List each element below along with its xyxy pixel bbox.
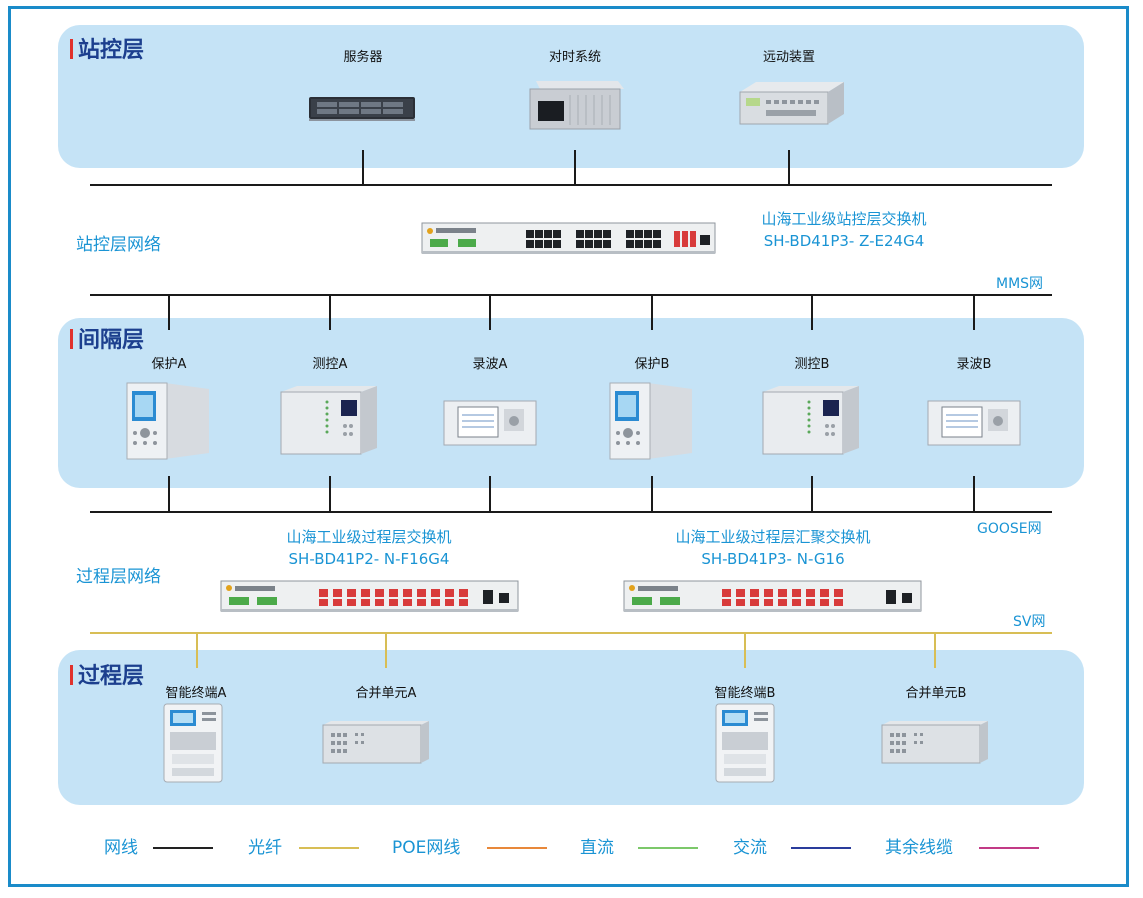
station-layer-title: 站控层 (70, 38, 144, 64)
mms-drop-control-b (811, 294, 813, 330)
sv-bus-line (90, 632, 1052, 634)
process-switch (220, 580, 519, 612)
sv-drop-terminal-a (196, 632, 198, 668)
legend-label-network-cable: 网线 (104, 838, 138, 858)
recorder-b-device (927, 400, 1021, 446)
terminal-a-label: 智能终端A (165, 686, 227, 701)
legend-swatch-network-cable (153, 847, 213, 849)
terminal-a-device (163, 703, 223, 783)
server-link (362, 150, 364, 184)
mms-network-label: MMS网 (996, 276, 1044, 292)
station-switch (421, 222, 716, 254)
mms-drop-control-a (329, 294, 331, 330)
cable-legend: 网线 光纤 POE网线 直流 交流 其余线缆 (0, 836, 1143, 862)
recorder-a-device (443, 400, 537, 446)
bay-layer-band (58, 318, 1084, 488)
sv-drop-terminal-b (744, 632, 746, 668)
protection-b-label: 保护B (634, 357, 670, 372)
legend-label-ac: 交流 (733, 838, 767, 858)
goose-drop-recorder-b (973, 476, 975, 512)
time-sync-link (574, 150, 576, 184)
process-switch-model: SH-BD41P2- N-F16G4 (288, 550, 450, 568)
bay-layer-title: 间隔层 (70, 328, 144, 354)
merging-b-label: 合并单元B (905, 686, 967, 701)
telecontrol-label: 远动装置 (762, 50, 816, 65)
legend-label-other: 其余线缆 (885, 838, 953, 858)
goose-drop-control-b (811, 476, 813, 512)
aggregate-switch-label: 山海工业级过程层汇聚交换机 SH-BD41P3- N-G16 (675, 526, 870, 570)
terminal-b-device (715, 703, 775, 783)
legend-swatch-poe (487, 847, 547, 849)
goose-network-label: GOOSE网 (977, 521, 1042, 537)
merging-a-device (322, 721, 429, 764)
protection-a-device (126, 382, 209, 460)
station-network-label: 站控层网络 (76, 235, 161, 255)
legend-label-dc: 直流 (580, 838, 614, 858)
legend-label-fiber: 光纤 (248, 838, 282, 858)
sv-network-label: SV网 (1013, 614, 1046, 630)
time-sync-device (529, 81, 624, 130)
process-network-label: 过程层网络 (76, 567, 161, 587)
server-device (309, 97, 415, 121)
aggregate-switch (623, 580, 922, 612)
terminal-b-label: 智能终端B (714, 686, 776, 701)
telecontrol-link (788, 150, 790, 184)
goose-drop-protection-b (651, 476, 653, 512)
telecontrol-device (739, 82, 844, 125)
legend-swatch-other (979, 847, 1039, 849)
control-b-device (762, 386, 859, 455)
station-bus-line (90, 184, 1052, 186)
aggregate-switch-name: 山海工业级过程层汇聚交换机 (675, 528, 871, 546)
sv-drop-merging-b (934, 632, 936, 668)
process-switch-label: 山海工业级过程层交换机 SH-BD41P2- N-F16G4 (286, 526, 451, 570)
time-sync-label: 对时系统 (548, 50, 602, 65)
goose-bus-line (90, 511, 1052, 513)
process-layer-title: 过程层 (70, 664, 144, 690)
server-label: 服务器 (343, 50, 383, 65)
mms-drop-recorder-b (973, 294, 975, 330)
merging-b-device (881, 721, 988, 764)
control-a-device (280, 386, 377, 455)
mms-drop-recorder-a (489, 294, 491, 330)
recorder-b-label: 录波B (956, 357, 992, 372)
station-switch-label: 山海工业级站控层交换机 SH-BD41P3- Z-E24G4 (761, 208, 926, 252)
control-a-label: 测控A (312, 357, 348, 372)
mms-drop-protection-b (651, 294, 653, 330)
diagram-frame (8, 6, 1129, 887)
goose-drop-recorder-a (489, 476, 491, 512)
station-switch-model: SH-BD41P3- Z-E24G4 (763, 232, 925, 250)
legend-swatch-fiber (299, 847, 359, 849)
mms-drop-protection-a (168, 294, 170, 330)
station-switch-name: 山海工业级站控层交换机 (761, 210, 927, 228)
legend-label-poe: POE网线 (392, 838, 461, 858)
protection-b-device (609, 382, 692, 460)
sv-drop-merging-a (385, 632, 387, 668)
aggregate-switch-model: SH-BD41P3- N-G16 (701, 550, 845, 568)
merging-a-label: 合并单元A (355, 686, 417, 701)
legend-swatch-dc (638, 847, 698, 849)
goose-drop-control-a (329, 476, 331, 512)
legend-swatch-ac (791, 847, 851, 849)
process-switch-name: 山海工业级过程层交换机 (286, 528, 452, 546)
goose-drop-protection-a (168, 476, 170, 512)
control-b-label: 测控B (794, 357, 830, 372)
mms-bus-line (90, 294, 1052, 296)
protection-a-label: 保护A (151, 357, 187, 372)
recorder-a-label: 录波A (472, 357, 508, 372)
